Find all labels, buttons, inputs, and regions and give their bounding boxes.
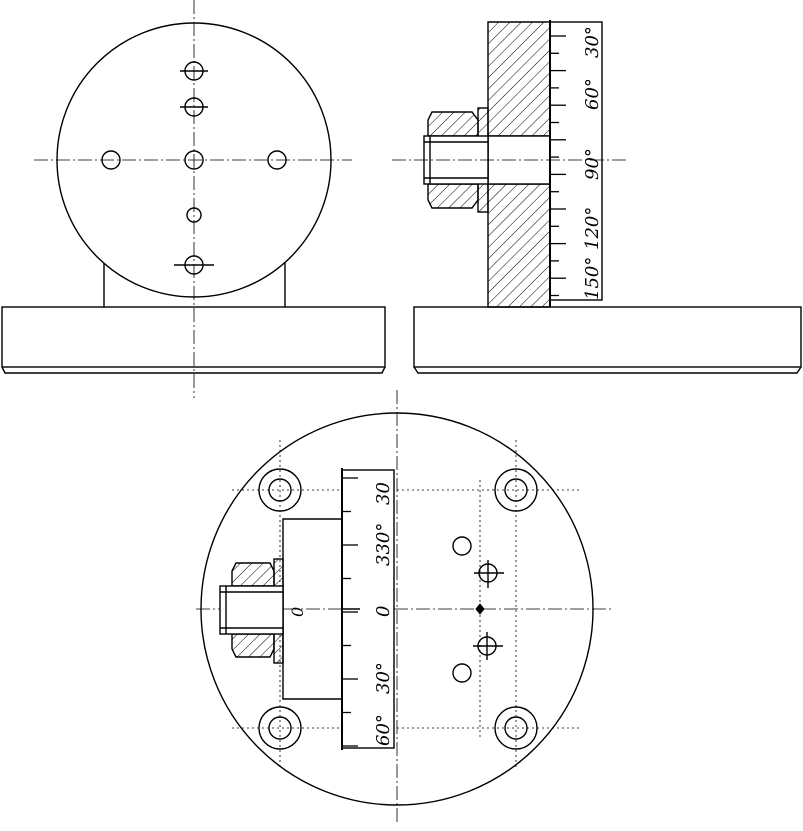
hole xyxy=(452,536,472,556)
hole xyxy=(101,150,121,170)
mounting-hole-inner xyxy=(268,716,292,740)
side-bolt xyxy=(423,135,489,185)
side-scale-label: 60° xyxy=(582,78,603,110)
side-scale-ticks xyxy=(550,35,566,297)
mounting-hole-outer xyxy=(258,468,302,512)
top-scale-label: 30° xyxy=(373,662,394,694)
side-plate-section-upper xyxy=(487,21,551,137)
side-scale-label: 150° xyxy=(582,257,603,300)
side-nut-upper xyxy=(427,111,479,137)
mounting-hole-inner xyxy=(504,478,528,502)
hole xyxy=(186,207,202,223)
top-scale-labels: 30 330° 0 30° 60° xyxy=(373,482,394,746)
top-mounting-holes xyxy=(258,468,538,750)
top-scale-label: 60° xyxy=(373,714,394,746)
mounting-hole-inner xyxy=(504,716,528,740)
front-view xyxy=(1,0,386,398)
front-support-block xyxy=(103,262,286,307)
side-scale-strip xyxy=(549,21,603,301)
top-scale-label: 330° xyxy=(373,523,394,566)
top-scale-label: 30 xyxy=(373,482,394,505)
hole xyxy=(452,663,472,683)
top-nut-upper xyxy=(231,562,275,587)
top-scale-label: 0 xyxy=(373,606,394,617)
side-view: 30° 60° 90° 120° 150° xyxy=(392,20,802,374)
top-small-holes xyxy=(452,536,504,683)
side-scale-labels: 30° 60° 90° 120° 150° xyxy=(582,26,603,300)
top-view: 0 30 330° 0 30° 60° xyxy=(196,390,612,822)
side-plate-section-lower xyxy=(487,183,551,308)
center-mark xyxy=(475,603,485,615)
side-nut-lower xyxy=(427,183,479,209)
mounting-hole-outer xyxy=(494,468,538,512)
top-nut-lower xyxy=(231,633,275,658)
top-bolt xyxy=(219,585,284,635)
side-scale-label: 90° xyxy=(582,148,603,180)
mounting-hole-outer xyxy=(494,706,538,750)
mounting-hole-outer xyxy=(258,706,302,750)
hole xyxy=(184,150,204,170)
front-holes xyxy=(101,61,287,275)
top-scale-ticks xyxy=(342,477,358,747)
hole xyxy=(267,150,287,170)
mounting-hole-inner xyxy=(268,478,292,502)
front-base-plate xyxy=(1,306,386,368)
side-scale-label: 120° xyxy=(582,207,603,250)
side-base-plate xyxy=(413,306,802,368)
zero-mark: 0 xyxy=(288,607,307,617)
side-scale-label: 30° xyxy=(582,26,603,58)
